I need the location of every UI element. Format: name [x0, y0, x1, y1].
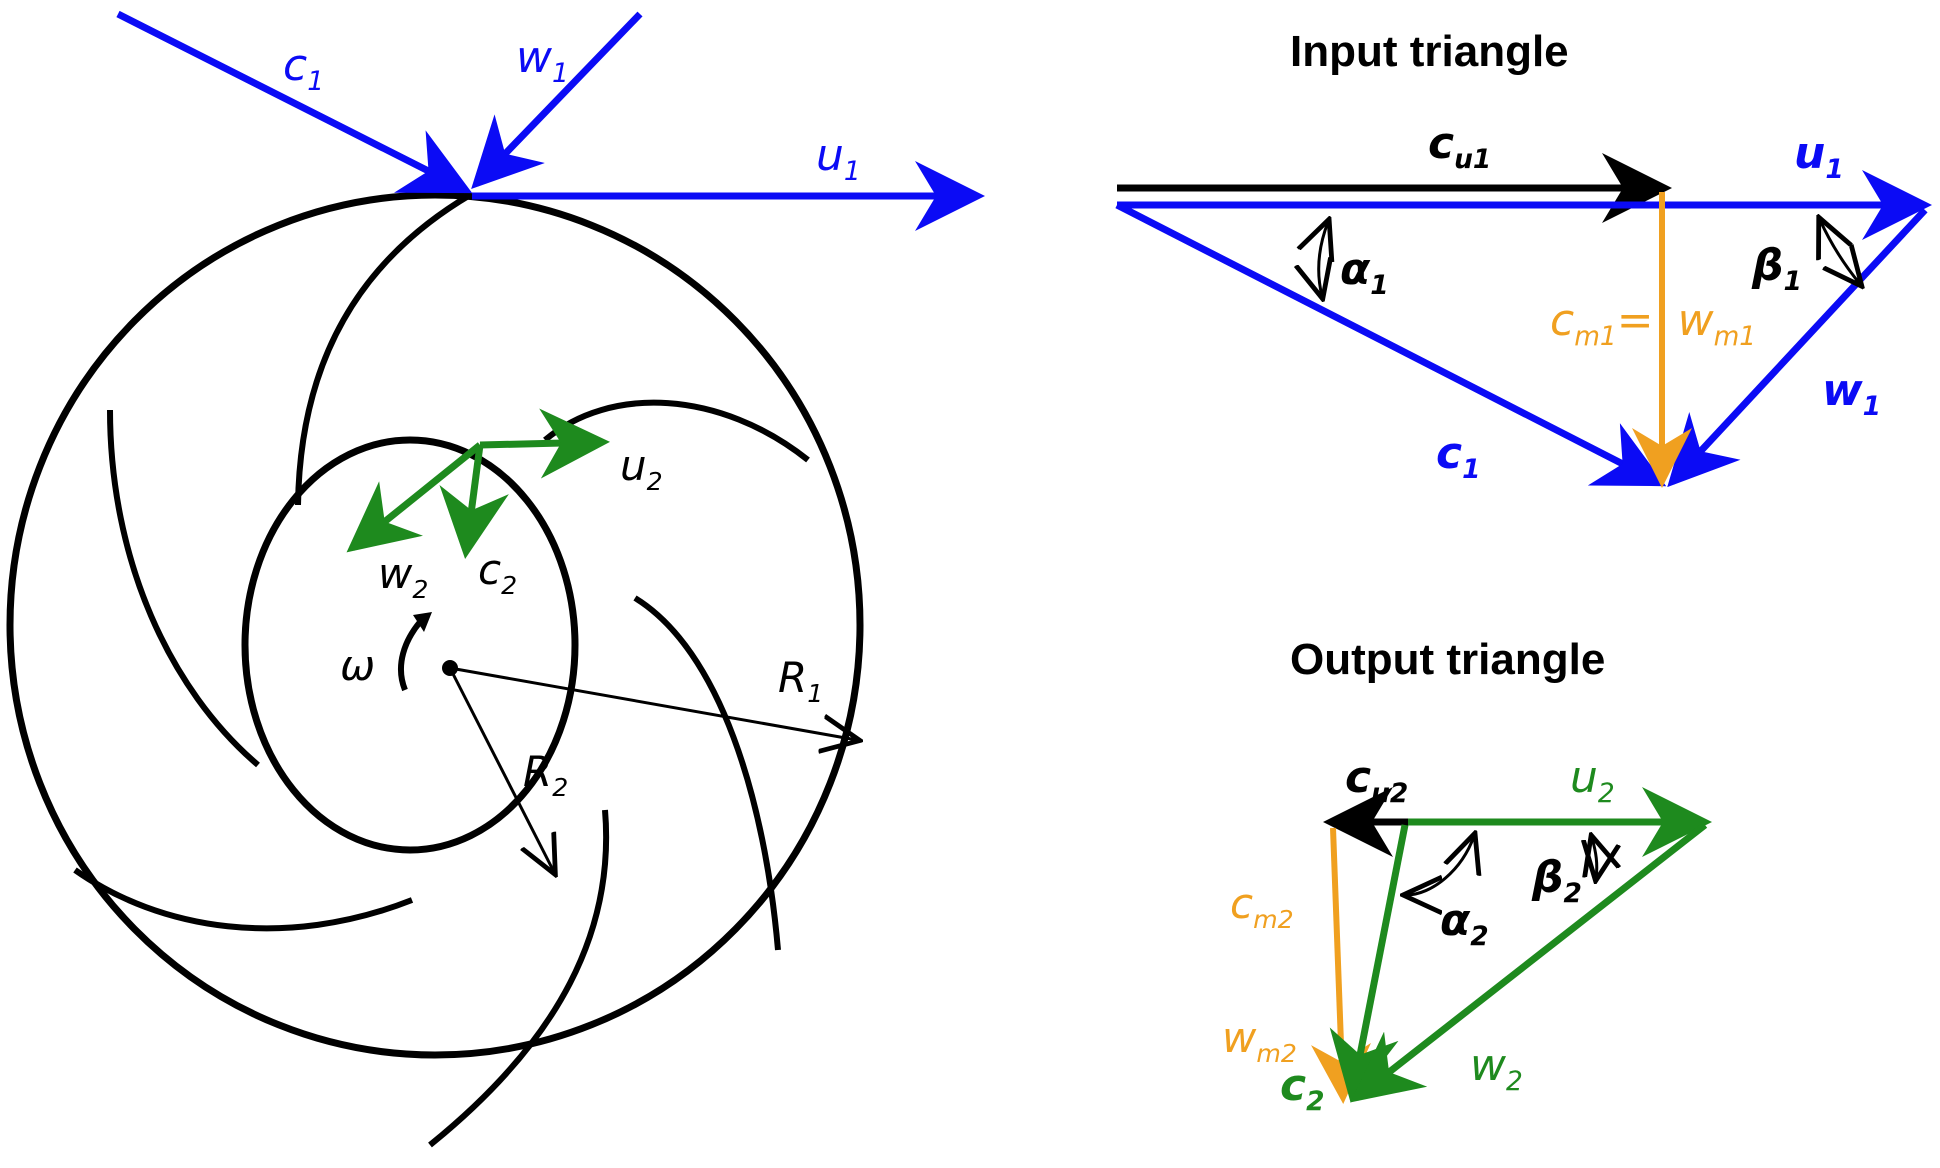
label-c2-tri: c2 [1280, 1060, 1324, 1117]
label-omega: ω [340, 641, 375, 690]
label-cm2: cm2 [1230, 879, 1294, 934]
blade-6 [107, 409, 260, 768]
label-c2-outlet: c2 [478, 545, 517, 600]
blade-4 [428, 809, 610, 1148]
label-u1-inlet: u1 [816, 130, 861, 187]
output-triangle: Output triangle cu2 u2 α2 β2 cm2 wm2 c2 … [1222, 635, 1712, 1117]
label-c1-tri: c1 [1436, 428, 1480, 485]
alpha1-arc [1319, 222, 1328, 296]
c1-vector [116, 10, 473, 194]
label-w2-outlet: w2 [378, 549, 428, 604]
label-cu1: cu1 [1428, 118, 1491, 175]
c1-tri-vector [1115, 201, 1667, 487]
label-u2-tri: u2 [1570, 752, 1615, 809]
label-cm1-wm1: cm1=wm1 [1550, 295, 1756, 352]
w1-vector [471, 11, 643, 190]
u2-vector [479, 408, 610, 479]
label-alpha2: α2 [1440, 895, 1489, 952]
label-beta1: β1 [1751, 240, 1802, 297]
label-R2: R2 [523, 747, 568, 802]
w2-vector [346, 442, 483, 553]
label-w2-tri: w2 [1470, 1040, 1523, 1097]
alpha2-arc [1406, 836, 1474, 895]
label-u2-outlet: u2 [620, 441, 663, 496]
label-w1-tri: w1 [1822, 365, 1881, 422]
blade-2 [543, 399, 810, 463]
label-R1: R1 [778, 653, 823, 708]
w2-tri-vector [1350, 822, 1708, 1103]
cm2-vector [1311, 827, 1371, 1104]
radius-R2-line [448, 667, 554, 872]
label-w1-inlet: w1 [516, 32, 569, 89]
outer-circle [6, 191, 864, 1059]
label-u1-tri: u1 [1794, 128, 1844, 185]
output-triangle-title: Output triangle [1290, 635, 1605, 684]
blade-1 [295, 192, 472, 506]
blade-3 [633, 595, 781, 951]
c2-tri-vector [1329, 824, 1409, 1103]
label-cu2: cu2 [1345, 752, 1408, 809]
w1-tri-vector [1667, 207, 1928, 488]
blade-5 [73, 867, 414, 932]
omega-arrow [398, 620, 423, 692]
label-wm2: wm2 [1222, 1013, 1297, 1068]
inner-circle [241, 436, 579, 854]
input-triangle: Input triangle cu1 u1 α1 β1 cm1=wm1 w1 c… [1115, 27, 1932, 488]
radius-R1-line [449, 666, 857, 740]
impeller: c1 w1 u1 u2 w2 c2 ω R1 R2 [6, 10, 985, 1148]
input-triangle-title: Input triangle [1290, 27, 1569, 76]
label-c1-inlet: c1 [283, 40, 324, 97]
beta1-arc [1820, 220, 1860, 284]
label-beta2: β2 [1531, 852, 1582, 909]
c2-vector [439, 444, 509, 559]
omega-arrowhead [413, 612, 432, 632]
label-alpha1: α1 [1340, 244, 1389, 301]
beta2-arc [1592, 838, 1597, 878]
